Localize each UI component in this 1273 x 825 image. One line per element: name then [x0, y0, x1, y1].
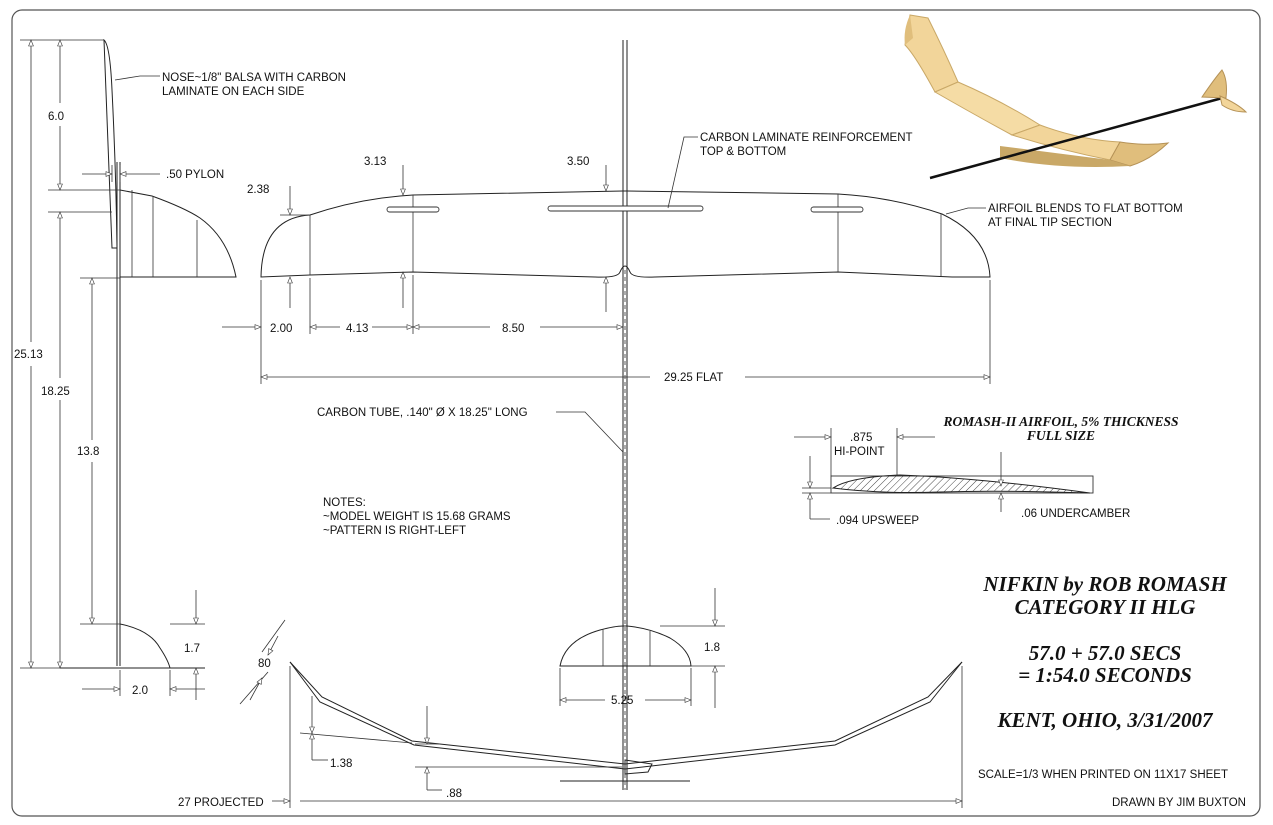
pylon-dimension: .50 PYLON — [166, 169, 224, 181]
airfoil-title-line2: FULL SIZE — [1026, 428, 1095, 443]
carbon-tube-callout: CARBON TUBE, .140" Ø X 18.25" LONG — [317, 407, 528, 419]
model-3d-render — [904, 14, 1248, 180]
airfoil-hi-point-label: HI-POINT — [834, 446, 884, 458]
dim-nose-length: 6.0 — [48, 111, 64, 123]
side-view — [20, 38, 237, 700]
airfoil-undercamber: .06 UNDERCAMBER — [1021, 508, 1130, 520]
dim-fin-span: 5.25 — [611, 695, 633, 707]
sheet-border — [11, 9, 1261, 817]
dim-tip-chord: 2.38 — [247, 184, 269, 196]
scale-note: SCALE=1/3 WHEN PRINTED ON 11X17 SHEET — [978, 769, 1228, 781]
nose-callout-line1: NOSE~1/8" BALSA WITH CARBON — [162, 72, 346, 84]
front-view — [239, 619, 963, 808]
dim-stab-height: 1.7 — [184, 643, 200, 655]
wing-top-view — [222, 40, 991, 790]
dim-wing-to-tail: 18.25 — [41, 386, 70, 398]
airfoil-section — [794, 428, 1094, 520]
notes-line2: ~PATTERN IS RIGHT-LEFT — [323, 525, 466, 537]
notes-heading: NOTES: — [323, 497, 366, 509]
title-line5: KENT, OHIO, 3/31/2007 — [996, 708, 1214, 732]
drawn-by: DRAWN BY JIM BUXTON — [1112, 797, 1246, 809]
dim-panel-center: 8.50 — [502, 323, 524, 335]
carbon-lam-callout-line1: CARBON LAMINATE REINFORCEMENT — [700, 132, 913, 144]
airfoil-hi-point-value: .875 — [850, 432, 872, 444]
dim-root-chord-a: 3.13 — [364, 156, 386, 168]
dim-fin-height: 1.8 — [704, 642, 720, 654]
airfoil-blend-line2: AT FINAL TIP SECTION — [988, 217, 1112, 229]
airfoil-blend-line1: AIRFOIL BLENDS TO FLAT BOTTOM — [988, 203, 1183, 215]
notes-line1: ~MODEL WEIGHT IS 15.68 GRAMS — [323, 511, 511, 523]
dim-fuselage-total: 25.13 — [14, 349, 43, 361]
dim-span-flat: 29.25 FLAT — [664, 372, 723, 384]
dim-stab-chord: 2.0 — [132, 685, 148, 697]
dim-boom-length: 13.8 — [77, 446, 99, 458]
dim-dihedral-angle: 80 — [258, 658, 271, 670]
dim-dihedral-rise: 1.38 — [330, 758, 352, 770]
dim-center-rise: .88 — [446, 788, 462, 800]
dim-panel-mid: 4.13 — [346, 323, 368, 335]
title-line3: 57.0 + 57.0 SECS — [1029, 641, 1182, 665]
title-line4: = 1:54.0 SECONDS — [1018, 663, 1192, 687]
title-line2: CATEGORY II HLG — [1015, 595, 1196, 619]
carbon-lam-callout-line2: TOP & BOTTOM — [700, 146, 786, 158]
title-line1: NIFKIN by ROB ROMASH — [982, 572, 1227, 596]
dim-root-chord-b: 3.50 — [567, 156, 589, 168]
tail-top-view — [559, 588, 725, 708]
dim-panel-tip: 2.00 — [270, 323, 292, 335]
airfoil-upsweep: .094 UPSWEEP — [836, 515, 919, 527]
dim-span-projected: 27 PROJECTED — [178, 797, 264, 809]
nose-callout-line2: LAMINATE ON EACH SIDE — [162, 86, 305, 98]
airfoil-title-line1: ROMASH-II AIRFOIL, 5% THICKNESS — [942, 414, 1178, 429]
